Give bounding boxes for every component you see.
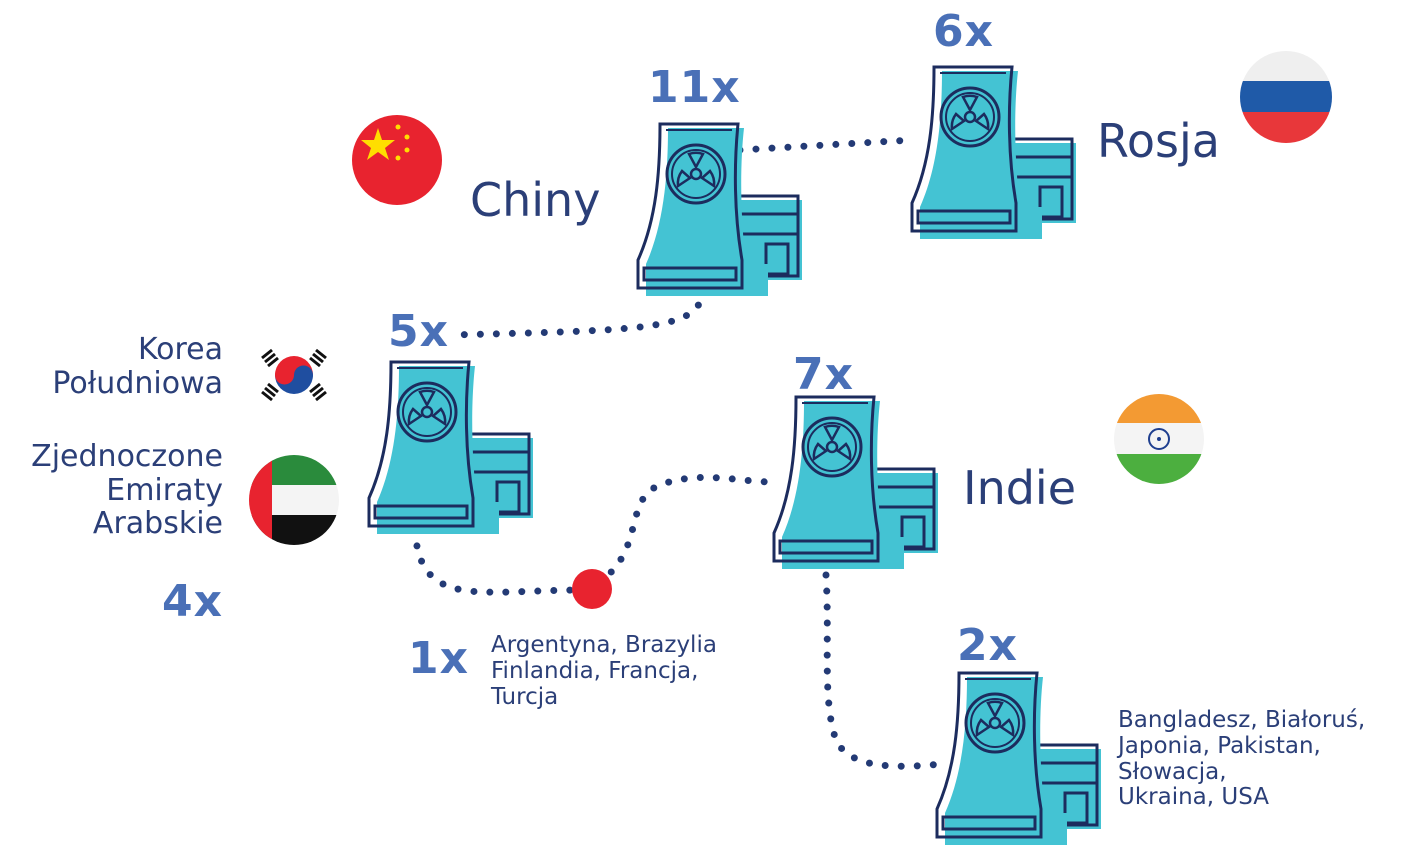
flag-uae-icon: [249, 455, 339, 545]
country-korea: Korea Południowa: [52, 332, 223, 401]
flag-india-icon: [1114, 394, 1204, 484]
nuclear-plant-icon: [367, 360, 535, 536]
connector-lines: [411, 136, 946, 770]
flag-russia-icon: [1240, 51, 1332, 143]
country-uae: Zjednoczone Emiraty Arabskie: [31, 439, 223, 542]
flag-south-korea-icon: [261, 348, 327, 402]
count-others-1: 1x: [408, 633, 469, 684]
country-china: Chiny: [470, 173, 601, 227]
countries-others-1: Argentyna, Brazylia Finlandia, Francja, …: [491, 632, 717, 710]
count-uae: 4x: [162, 576, 223, 627]
count-korea: 5x: [388, 306, 449, 357]
country-russia: Rosja: [1097, 114, 1220, 168]
red-marker: [572, 569, 612, 609]
countries-others-2: Bangladesz, Białoruś, Japonia, Pakistan,…: [1118, 707, 1366, 811]
nuclear-plant-icon: [636, 122, 804, 298]
count-china: 11x: [648, 62, 741, 113]
flag-china-icon: [352, 115, 442, 205]
count-russia: 6x: [933, 6, 994, 57]
count-others-2: 2x: [957, 620, 1018, 671]
country-india: Indie: [963, 461, 1077, 515]
nuclear-plant-icon: [910, 65, 1078, 241]
count-india: 7x: [793, 349, 854, 400]
nuclear-plant-icon: [935, 671, 1103, 846]
nuclear-plant-icon: [772, 395, 940, 571]
